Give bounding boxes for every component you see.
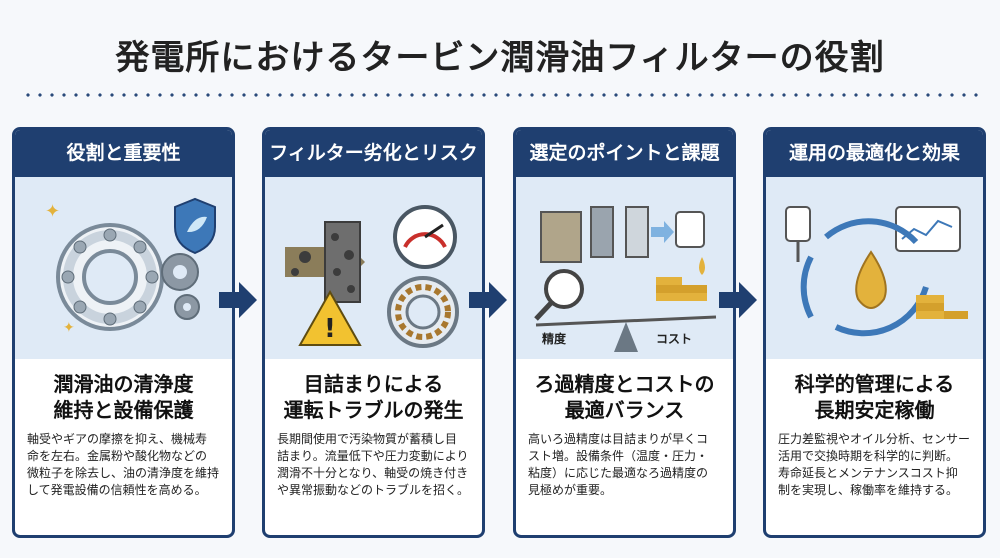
card-header: 選定のポイントと課題 <box>516 130 733 177</box>
illustration-oil-cycle <box>766 177 983 359</box>
card-description: 圧力差監視やオイル分析、センサー 活用で交換時期を科学的に判断。 寿命延長とメン… <box>778 432 971 497</box>
scale-label-precision: 精度 <box>542 332 567 346</box>
card-header: 役割と重要性 <box>15 130 232 177</box>
card-heading: 目詰まりによる 運転トラブルの発生 <box>283 372 464 422</box>
svg-text:!: ! <box>324 314 336 344</box>
card-description: 高いろ過精度は目詰まりが早くコ スト増。設備条件（温度・圧力・ 粘度）に応じた最… <box>528 432 709 497</box>
card-header: 運用の最適化と効果 <box>766 130 983 177</box>
card-selection: 選定のポイントと課題 精度 コスト ろ過精度とコストの 最適バランス 高いろ過精… <box>513 127 736 538</box>
card-filter-risk: フィルター劣化とリスク ! 目詰まりによる 運転トラブルの発生 長期間使用で汚染… <box>262 127 485 538</box>
card-optimization: 運用の最適化と効果 科学的管理による 長期安定稼働 圧力差監視やオイル分析、セン… <box>763 127 986 538</box>
arrow-right-icon <box>469 282 507 318</box>
arrow-right-icon <box>719 282 757 318</box>
card-heading: ろ過精度とコストの 最適バランス <box>534 372 715 422</box>
page-title: 発電所におけるタービン潤滑油フィルターの役割 <box>115 38 885 78</box>
card-description: 軸受やギアの摩擦を抑え、機械寿 命を左右。金属粉や酸化物などの 微粒子を除去し、… <box>27 432 220 497</box>
svg-text:✦: ✦ <box>63 320 75 336</box>
magnifier-icon <box>534 269 584 321</box>
illustration-clogged-filter: ! <box>265 177 482 359</box>
svg-text:✦: ✦ <box>45 201 60 222</box>
warning-icon: ! <box>298 289 362 346</box>
pressure-gauge-icon <box>393 205 457 269</box>
illustration-bearing-gears: ✦ ✦ <box>15 177 232 359</box>
dotted-divider <box>22 93 978 97</box>
scale-label-cost: コスト <box>656 332 693 346</box>
arrow-right-icon <box>219 282 257 318</box>
card-description: 長期間使用で汚染物質が蓄積し目 詰まり。流量低下や圧力変動により 潤滑不十分とな… <box>277 432 470 497</box>
illustration-balance-scale: 精度 コスト <box>516 177 733 359</box>
card-header: フィルター劣化とリスク <box>265 130 482 177</box>
oil-drop-icon <box>855 250 887 309</box>
gear-icon <box>161 253 199 291</box>
card-role: 役割と重要性 ✦ ✦ 潤滑油の清浄度 維持と設備保護 軸 <box>12 127 235 538</box>
card-heading: 科学的管理による 長期安定稼働 <box>794 372 955 422</box>
card-heading: 潤滑油の清浄度 維持と設備保護 <box>53 372 194 422</box>
